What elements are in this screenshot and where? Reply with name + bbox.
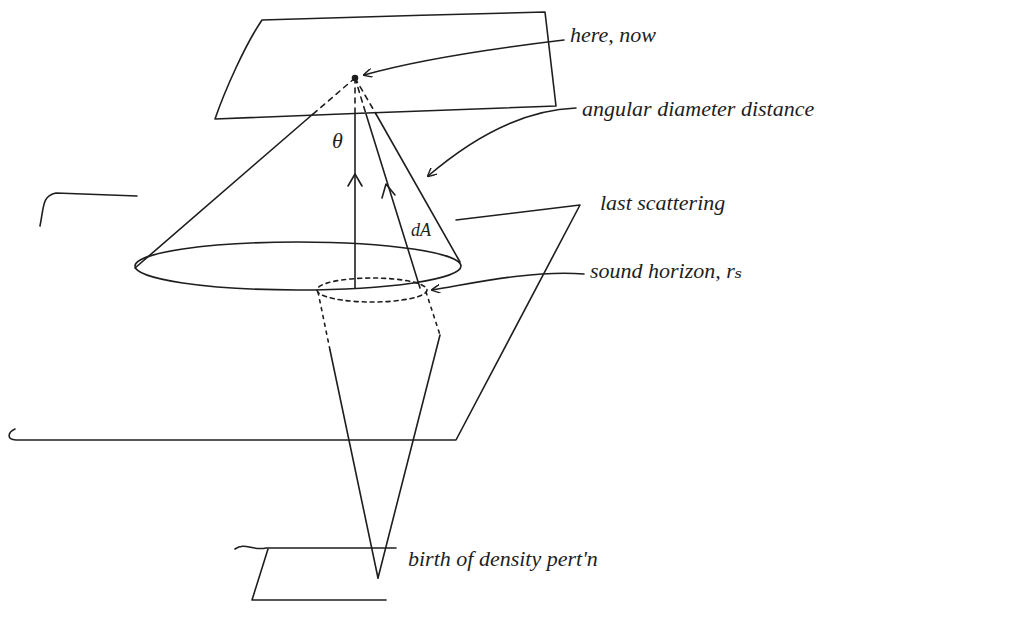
origin-label: birth of density pert'n [408,546,598,571]
perturbation-cone [330,350,378,578]
sight-line [354,78,356,114]
angle-symbol: θ [332,128,343,153]
perturbation-cone [378,335,440,578]
location-label: here, now [570,22,656,47]
leader-arrow [364,40,564,75]
cone-edge [355,78,376,114]
leader-arrow [432,273,584,290]
cone-edge [376,114,460,262]
distance-label: angular diameter distance [582,96,814,121]
sight-line [354,114,356,288]
perturbation-cone [426,292,440,335]
arrowhead [382,184,395,198]
sight-line [366,114,420,288]
present-plane [215,12,556,119]
horizon-label: sound horizon, rₛ [590,258,742,283]
leader-arrow [428,108,576,176]
last-scattering-circle [135,242,461,290]
distance-symbol: dA [411,220,431,241]
sound-horizon-circle [317,278,427,302]
cone-edge [313,78,355,114]
birth-plane [252,549,386,600]
last-scattering-plane [40,193,137,226]
arrowhead [348,174,362,186]
perturbation-cone [318,292,330,350]
sight-line [355,78,366,114]
surface-label: last scattering [600,190,725,215]
last-scattering-plane [9,205,580,440]
